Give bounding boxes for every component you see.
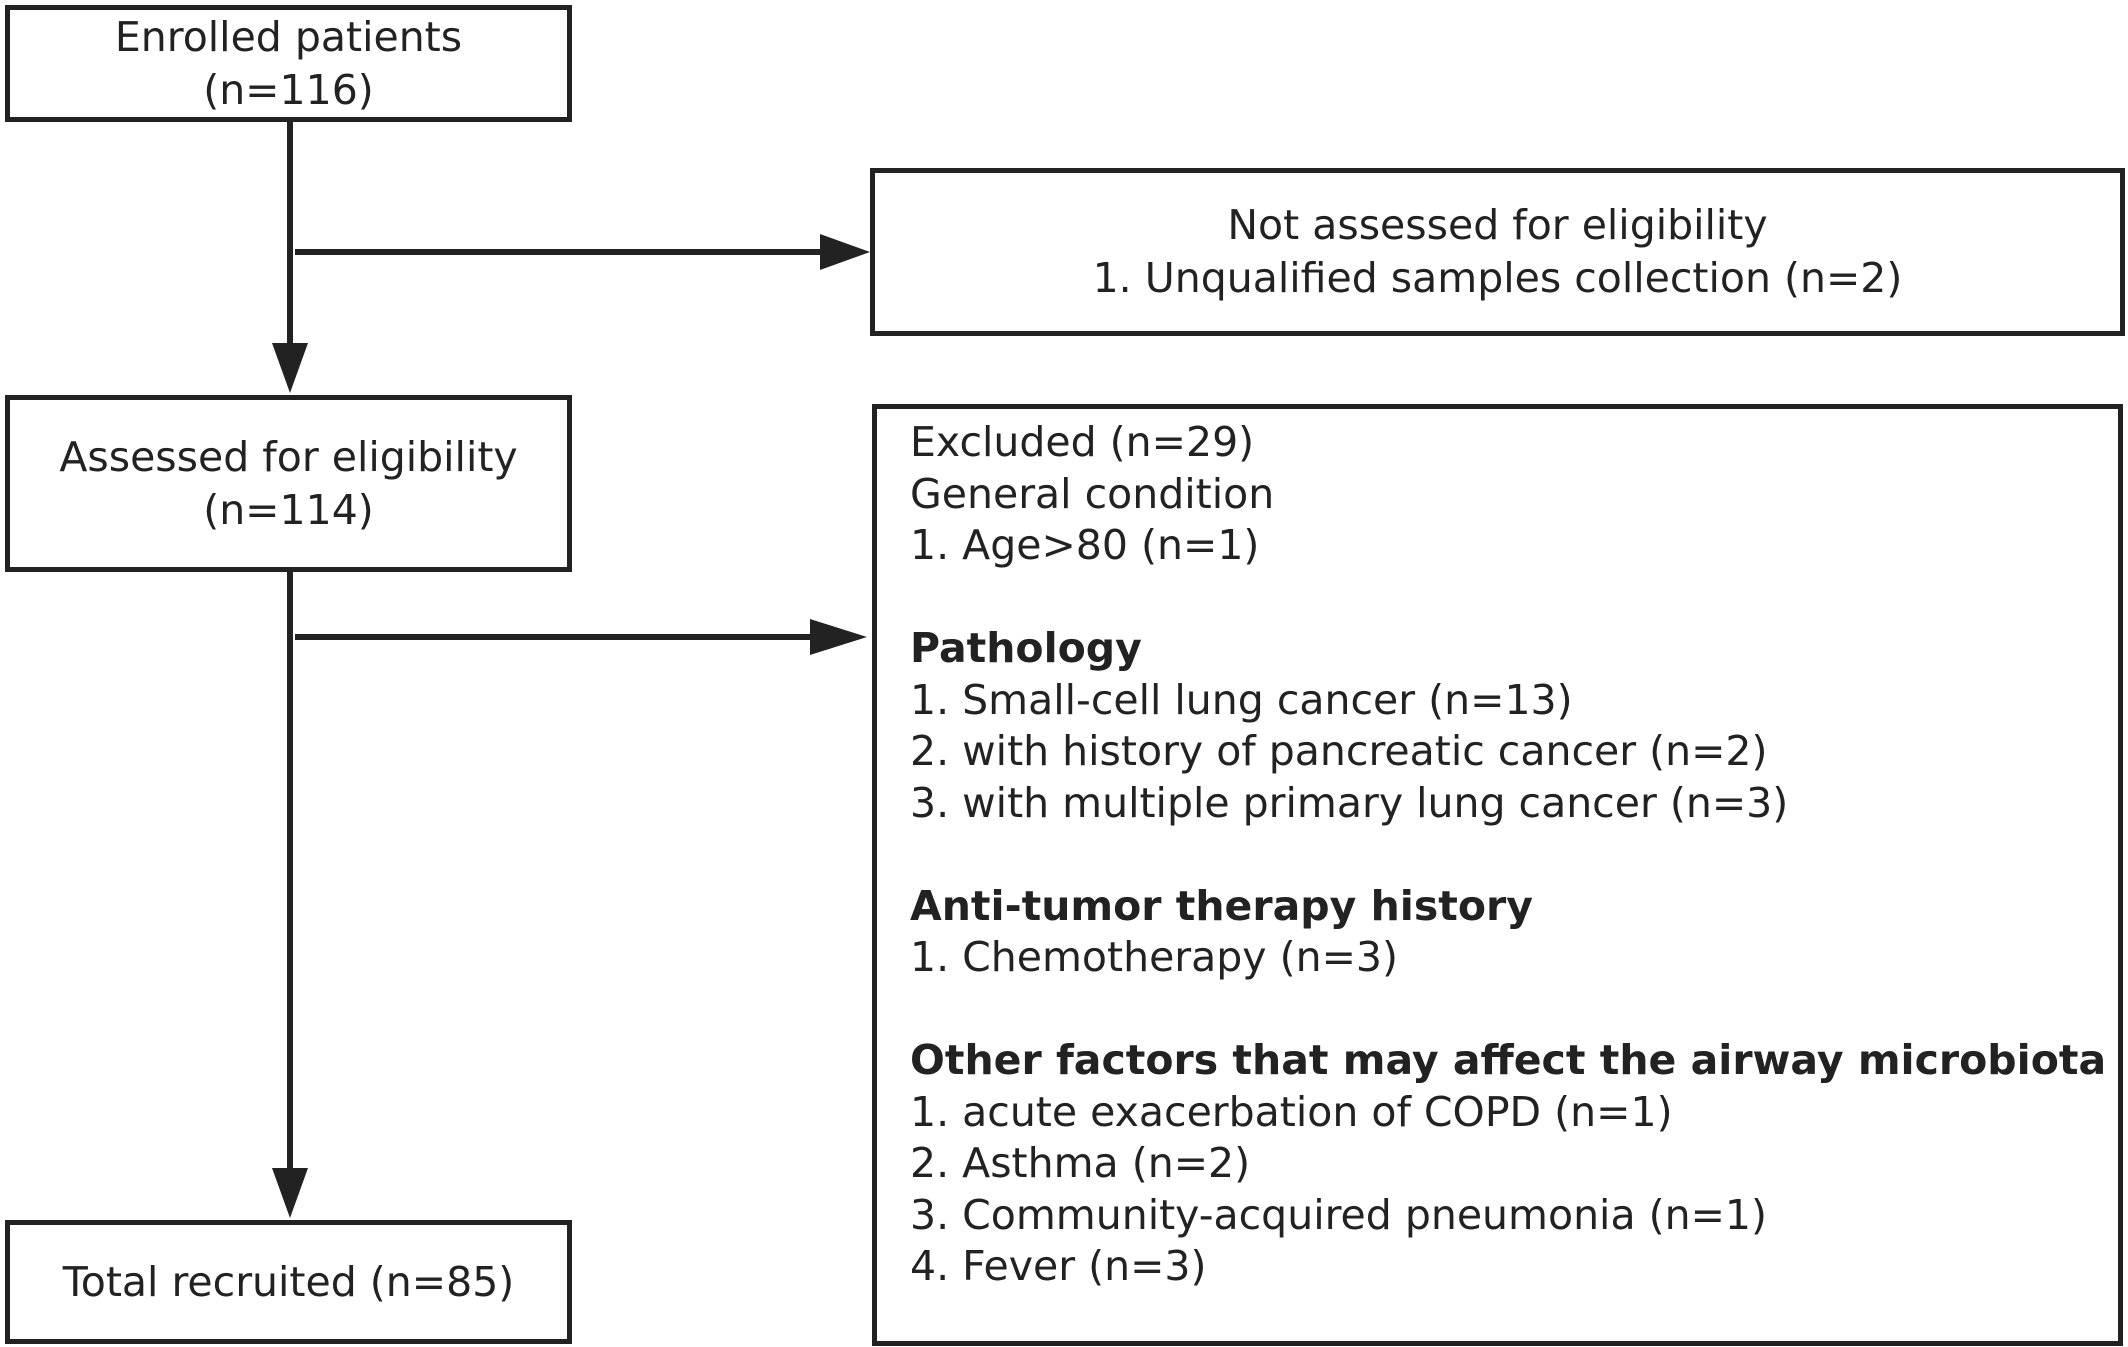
recruited-title: Total recruited (n=85) xyxy=(62,1257,515,1306)
enrolled-title: Enrolled patients xyxy=(114,12,463,61)
other-factors-item: 1. acute exacerbation of COPD (n=1) xyxy=(910,1087,1673,1136)
other-factors-item: 2. Asthma (n=2) xyxy=(910,1139,1251,1187)
arrowhead-to-not-assessed xyxy=(820,234,870,270)
pathology-item: 2. with history of pancreatic cancer (n=… xyxy=(910,727,1768,775)
assessed-count: (n=114) xyxy=(203,485,374,534)
therapy-history-heading: Anti-tumor therapy history xyxy=(910,881,1533,930)
arrowhead-to-assessed xyxy=(272,343,308,393)
enrolled-count: (n=116) xyxy=(203,65,374,114)
not-assessed-box: Not assessed for eligibility 1. Unqualif… xyxy=(870,168,2125,336)
pathology-item: 3. with multiple primary lung cancer (n=… xyxy=(910,778,1789,827)
pathology-item: 1. Small-cell lung cancer (n=13) xyxy=(910,675,1573,724)
not-assessed-item: 1. Unqualified samples collection (n=2) xyxy=(1092,254,1903,302)
not-assessed-title: Not assessed for eligibility xyxy=(1227,201,1768,249)
other-factors-item: 3. Community-acquired pneumonia (n=1) xyxy=(910,1190,1768,1239)
pathology-heading: Pathology xyxy=(910,624,1142,672)
excluded-title: Excluded (n=29) xyxy=(910,418,1255,466)
arrowhead-to-recruited xyxy=(272,1168,308,1218)
general-condition-heading: General condition xyxy=(910,469,1275,518)
enrolled-box: Enrolled patients (n=116) xyxy=(5,5,572,122)
general-condition-item: 1. Age>80 (n=1) xyxy=(910,521,1260,569)
assessed-box: Assessed for eligibility (n=114) xyxy=(5,395,572,572)
excluded-box: Excluded (n=29) General condition 1. Age… xyxy=(872,404,2123,1346)
recruited-box: Total recruited (n=85) xyxy=(5,1220,572,1344)
assessed-title: Assessed for eligibility xyxy=(59,432,518,481)
other-factors-heading: Other factors that may affect the airway… xyxy=(910,1036,2107,1084)
therapy-history-item: 1. Chemotherapy (n=3) xyxy=(910,933,1399,981)
arrowhead-to-excluded xyxy=(810,619,867,655)
other-factors-item: 4. Fever (n=3) xyxy=(910,1242,1207,1290)
